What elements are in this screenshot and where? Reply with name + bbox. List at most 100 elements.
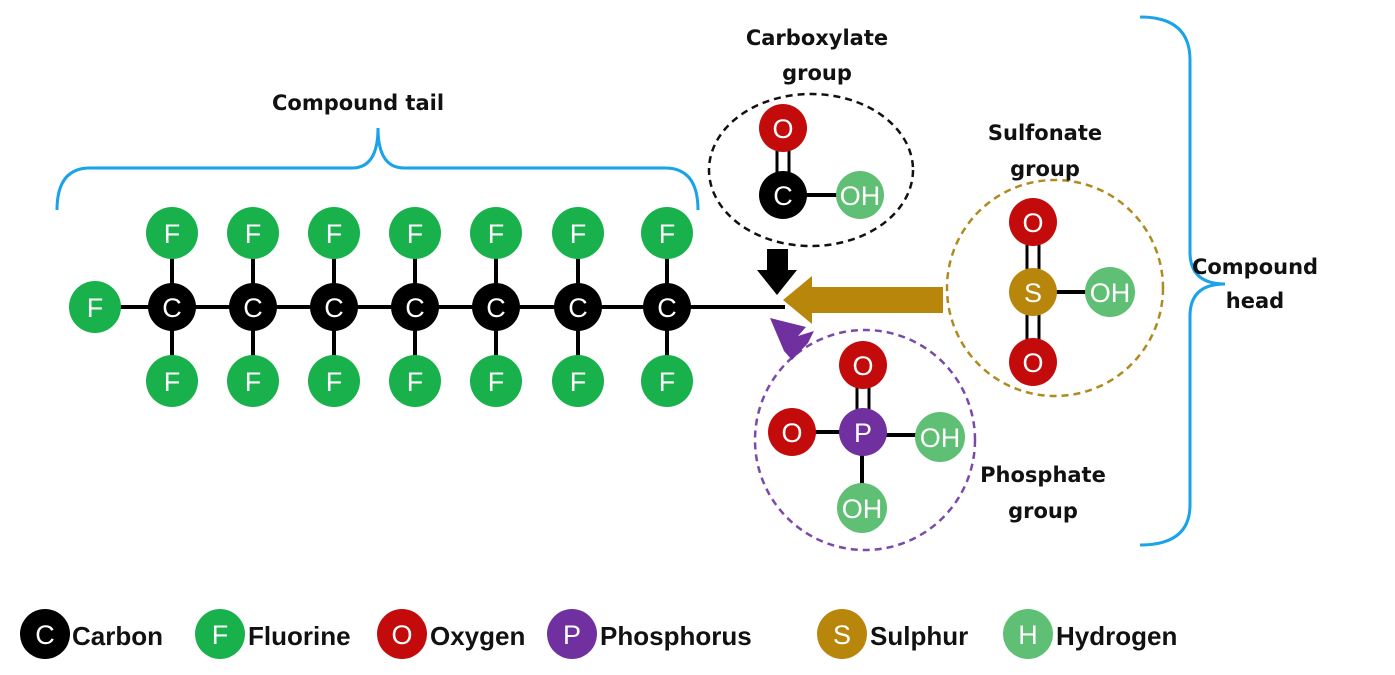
tail-brace bbox=[55, 127, 700, 211]
phosphate-left-oxygen-atom-circle bbox=[768, 408, 816, 456]
sulfonate-hydroxyl-symbol: OH bbox=[1090, 278, 1131, 308]
top-fluorine-atom-6-circle bbox=[552, 207, 604, 259]
legend-phosphorus-label: Phosphorus bbox=[600, 621, 752, 651]
chain-carbon-atom-6-symbol: C bbox=[568, 293, 588, 323]
carboxylate-oxygen-atom: O bbox=[759, 104, 807, 152]
legend-fluorine-swatch-circle bbox=[195, 609, 245, 659]
sulfonate-top-oxygen-atom-circle bbox=[1009, 198, 1057, 246]
top-fluorine-atom-3-symbol: F bbox=[326, 219, 343, 249]
bottom-fluorine-atom-7-circle bbox=[641, 355, 693, 407]
phosphate-bottom-hydroxyl: OH bbox=[837, 483, 887, 533]
terminal-fluorine-atom-symbol: F bbox=[87, 293, 104, 323]
head-brace bbox=[1139, 15, 1226, 547]
top-fluorine-atom-2-circle bbox=[227, 207, 279, 259]
carboxylate-label-line1: Carboxylate bbox=[746, 26, 888, 50]
top-fluorine-atom-5-circle bbox=[470, 207, 522, 259]
sulfonate-label-line2: group bbox=[1010, 157, 1080, 181]
carboxylate-label-line2: group bbox=[782, 61, 852, 85]
chain-carbon-atom-7: C bbox=[643, 283, 691, 331]
legend-carbon-swatch-circle bbox=[20, 609, 70, 659]
legend-sulphur-swatch-circle bbox=[817, 609, 867, 659]
legend-oxygen-label: Oxygen bbox=[430, 621, 525, 651]
top-fluorine-atom-7-circle bbox=[641, 207, 693, 259]
chain-carbon-atom-6-circle bbox=[554, 283, 602, 331]
chain-carbon-atom-7-circle bbox=[643, 283, 691, 331]
top-fluorine-atom-6: F bbox=[552, 207, 604, 259]
phosphate-phosphorus-atom-circle bbox=[839, 408, 887, 456]
chain-carbon-atom-3-symbol: C bbox=[324, 293, 344, 323]
chain-carbon-atom-5-circle bbox=[472, 283, 520, 331]
sulfonate-bottom-oxygen-atom-circle bbox=[1009, 338, 1057, 386]
sulfonate-bottom-oxygen-atom-symbol: O bbox=[1022, 348, 1043, 378]
top-fluorine-atom-3: F bbox=[308, 207, 360, 259]
sulfonate-hydroxyl: OH bbox=[1085, 267, 1135, 317]
legend-fluorine-label: Fluorine bbox=[248, 621, 351, 651]
chain-carbon-atom-7-symbol: C bbox=[657, 293, 677, 323]
phosphate-label-line2: group bbox=[1008, 499, 1078, 523]
phosphate-arrow bbox=[770, 318, 814, 360]
chain-carbon-atom-4-symbol: C bbox=[405, 293, 425, 323]
top-fluorine-atom-2-symbol: F bbox=[245, 219, 262, 249]
bottom-fluorine-atom-5: F bbox=[470, 355, 522, 407]
legend-carbon-label: Carbon bbox=[72, 621, 163, 651]
top-fluorine-atom-3-circle bbox=[308, 207, 360, 259]
top-fluorine-atom-7: F bbox=[641, 207, 693, 259]
bottom-fluorine-atom-2: F bbox=[227, 355, 279, 407]
carboxylate-hydroxyl-circle bbox=[836, 171, 884, 219]
top-fluorine-atom-1-symbol: F bbox=[164, 219, 181, 249]
sulfonate-sulphur-atom-symbol: S bbox=[1024, 278, 1042, 308]
phosphate-top-oxygen-atom-circle bbox=[839, 341, 887, 389]
phosphate-left-oxygen-atom-symbol: O bbox=[781, 418, 802, 448]
sulfonate-top-oxygen-atom: O bbox=[1009, 198, 1057, 246]
legend-phosphorus-swatch-circle bbox=[547, 609, 597, 659]
legend-oxygen-swatch-circle bbox=[377, 609, 427, 659]
top-fluorine-atom-4-circle bbox=[389, 207, 441, 259]
bottom-fluorine-atom-2-circle bbox=[227, 355, 279, 407]
legend-oxygen-swatch-symbol: O bbox=[391, 620, 412, 650]
bottom-fluorine-atom-4-symbol: F bbox=[407, 367, 424, 397]
legend-fluorine-swatch: F bbox=[195, 609, 245, 659]
legend-hydrogen-swatch-circle bbox=[1003, 609, 1053, 659]
top-fluorine-atom-5-symbol: F bbox=[488, 219, 505, 249]
carboxylate-carbon-atom-symbol: C bbox=[773, 181, 793, 211]
bottom-fluorine-atom-7-symbol: F bbox=[659, 367, 676, 397]
sulfonate-label-line1: Sulfonate bbox=[988, 121, 1102, 145]
bottom-fluorine-atom-1-circle bbox=[146, 355, 198, 407]
chain-carbon-atom-3: C bbox=[310, 283, 358, 331]
bottom-fluorine-atom-6-symbol: F bbox=[570, 367, 587, 397]
chain-carbon-atom-1-symbol: C bbox=[162, 293, 182, 323]
chain-carbon-atom-6: C bbox=[554, 283, 602, 331]
chain-carbon-atom-3-circle bbox=[310, 283, 358, 331]
legend-phosphorus-swatch-symbol: P bbox=[563, 620, 581, 650]
carboxylate-arrow bbox=[757, 249, 797, 295]
top-fluorine-atom-7-symbol: F bbox=[659, 219, 676, 249]
sulfonate-dashed-circle bbox=[945, 178, 1165, 398]
phosphate-top-oxygen-atom: O bbox=[839, 341, 887, 389]
top-fluorine-atom-1: F bbox=[146, 207, 198, 259]
phosphate-dashed-circle bbox=[753, 328, 977, 552]
legend-hydrogen-swatch: H bbox=[1003, 609, 1053, 659]
top-fluorine-atom-4: F bbox=[389, 207, 441, 259]
chain-carbon-atom-1-circle bbox=[148, 283, 196, 331]
carboxylate-hydroxyl: OH bbox=[836, 171, 884, 219]
legend-sulphur-swatch-symbol: S bbox=[833, 620, 851, 650]
phosphate-bottom-hydroxyl-circle bbox=[837, 483, 887, 533]
phosphate-right-hydroxyl-circle bbox=[915, 412, 965, 462]
bottom-fluorine-atom-5-symbol: F bbox=[488, 367, 505, 397]
legend-hydrogen-label: Hydrogen bbox=[1056, 621, 1177, 651]
chain-carbon-atom-4-circle bbox=[391, 283, 439, 331]
sulfonate-arrow bbox=[783, 276, 943, 324]
top-fluorine-atom-5: F bbox=[470, 207, 522, 259]
bottom-fluorine-atom-4-circle bbox=[389, 355, 441, 407]
top-fluorine-atom-1-circle bbox=[146, 207, 198, 259]
chain-carbon-atom-2-circle bbox=[229, 283, 277, 331]
sulfonate-hydroxyl-circle bbox=[1085, 267, 1135, 317]
phosphate-right-hydroxyl-symbol: OH bbox=[920, 423, 961, 453]
top-fluorine-atom-4-symbol: F bbox=[407, 219, 424, 249]
compound-head-label-line2: head bbox=[1226, 289, 1284, 313]
bottom-fluorine-atom-2-symbol: F bbox=[245, 367, 262, 397]
chain-carbon-atom-1: C bbox=[148, 283, 196, 331]
carboxylate-dashed-circle bbox=[707, 92, 915, 248]
phosphate-phosphorus-atom: P bbox=[839, 408, 887, 456]
